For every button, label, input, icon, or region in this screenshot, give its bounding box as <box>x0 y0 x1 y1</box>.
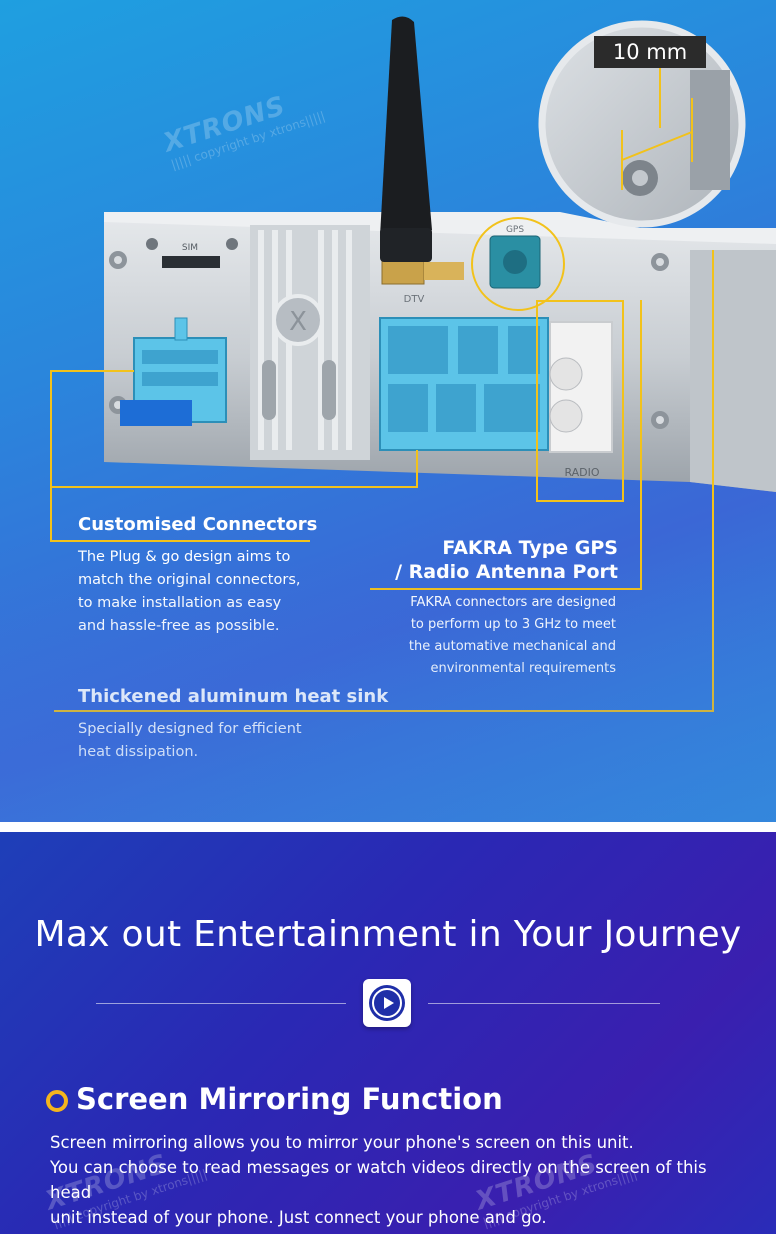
fakra-callout-line <box>640 300 642 590</box>
connector-title-underline <box>50 540 310 542</box>
fakra-line: the automative mechanical and <box>408 639 616 654</box>
magnifier-detail <box>538 20 746 228</box>
heatsink-callout-line <box>712 250 714 712</box>
connectors-line: The Plug & go design aims to <box>78 549 291 565</box>
feature-bullet-icon <box>46 1090 68 1112</box>
radio-label: RADIO <box>564 466 599 479</box>
svg-text:X: X <box>289 307 307 337</box>
antenna <box>380 16 432 237</box>
heatsink-line: heat dissipation. <box>78 744 199 760</box>
fakra-line: to perform up to 3 GHz to meet <box>410 617 616 632</box>
measure-label: 10 mm <box>612 40 688 64</box>
antenna-ports: DTV GPS <box>381 225 541 305</box>
gps-highlight-circle <box>471 217 565 311</box>
sim-label: SIM <box>182 243 198 253</box>
play-button[interactable] <box>363 979 411 1027</box>
feature-line: Screen mirroring allows you to mirror yo… <box>50 1133 634 1152</box>
head-unit-rear-illustration: X SIM <box>104 16 776 492</box>
section-divider <box>0 822 776 832</box>
entertainment-section: Max out Entertainment in Your Journey Sc… <box>0 832 776 1234</box>
connector-callout-line-top <box>50 370 134 372</box>
feature-description: Screen mirroring allows you to mirror yo… <box>50 1130 740 1230</box>
radio-callout-bottom <box>536 500 624 502</box>
feature-line: You can choose to read messages or watch… <box>50 1158 707 1202</box>
heatsink-title: Thickened aluminum heat sink <box>78 686 389 707</box>
heatsink-line: Specially designed for efficient <box>78 721 302 737</box>
radio-callout-left <box>536 300 538 502</box>
heatsink-description: Specially designed for efficient heat di… <box>78 718 302 764</box>
fakra-line: FAKRA connectors are designed <box>410 595 616 610</box>
connectors-line: and hassle-free as possible. <box>78 618 280 634</box>
play-icon <box>369 985 405 1021</box>
connector-callout-line <box>50 370 52 542</box>
sim-slot <box>162 256 220 268</box>
gps-label: GPS <box>506 225 524 235</box>
feature-line: unit instead of your phone. Just connect… <box>50 1208 547 1227</box>
connectors-line: match the original connectors, <box>78 572 301 588</box>
fakra-description: FAKRA connectors are designed to perform… <box>370 592 616 680</box>
dtv-label: DTV <box>404 294 425 305</box>
product-rear-section: XTRONS ||||| copyright by xtrons||||| <box>0 0 776 822</box>
radio-connector: RADIO <box>549 321 613 479</box>
radio-callout-right <box>622 300 624 502</box>
fakra-line: environmental requirements <box>430 661 617 676</box>
left-iso-connector <box>120 317 227 426</box>
connectors-line: to make installation as easy <box>78 595 282 611</box>
heat-sink: X <box>250 225 370 460</box>
fakra-title-line: FAKRA Type GPS <box>442 537 618 559</box>
title-rule-right <box>428 1003 660 1004</box>
connector-callout-line-mid <box>50 486 418 488</box>
connectors-description: The Plug & go design aims to match the o… <box>78 546 300 638</box>
radio-callout-top <box>536 300 624 302</box>
fakra-title: FAKRA Type GPS / Radio Antenna Port <box>360 536 618 584</box>
title-rule-left <box>96 1003 346 1004</box>
heatsink-title-underline <box>54 710 714 712</box>
connector-callout-line-up <box>416 450 418 488</box>
feature-title: Screen Mirroring Function <box>76 1082 503 1116</box>
main-connector-bank <box>379 317 549 451</box>
fakra-title-line: / Radio Antenna Port <box>395 561 618 583</box>
section-title: Max out Entertainment in Your Journey <box>34 914 742 955</box>
fakra-title-underline <box>370 588 642 590</box>
connectors-title: Customised Connectors <box>78 514 318 535</box>
